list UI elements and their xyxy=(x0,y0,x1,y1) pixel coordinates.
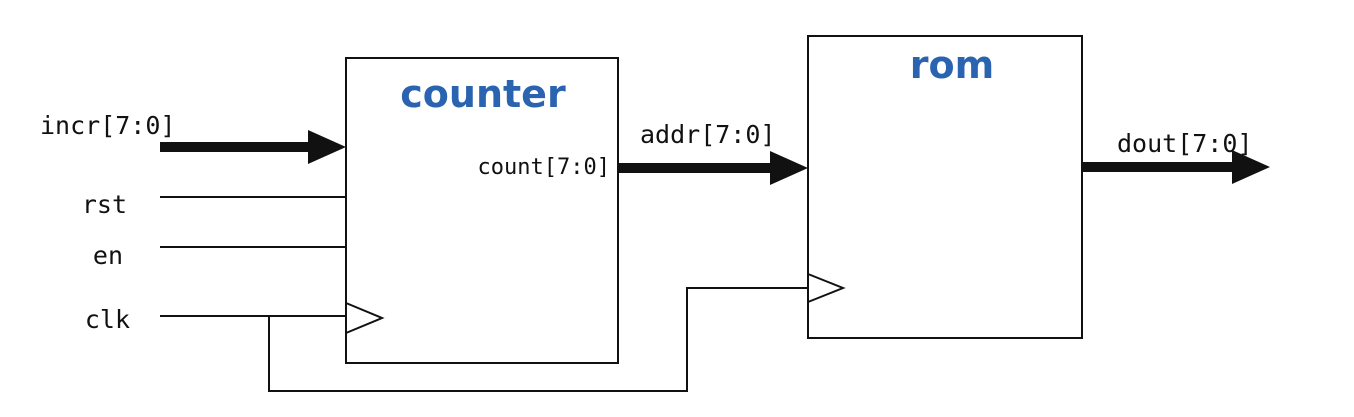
addr-label: addr[7:0] xyxy=(640,120,775,149)
clk-signal: clk xyxy=(85,287,808,392)
rom-block: rom xyxy=(807,35,1083,339)
addr-signal: addr[7:0] xyxy=(618,120,808,185)
counter-block: counter count[7:0] xyxy=(345,57,619,364)
dout-signal: dout[7:0] xyxy=(1082,129,1270,184)
rom-box xyxy=(807,35,1083,339)
counter-clock-triangle xyxy=(345,302,385,334)
counter-box xyxy=(345,57,619,364)
count-port-label: count[7:0] xyxy=(478,155,610,180)
clk-label: clk xyxy=(85,305,130,334)
rom-title: rom xyxy=(910,43,994,87)
dout-label: dout[7:0] xyxy=(1117,129,1252,158)
rom-clock-triangle xyxy=(807,273,846,303)
incr-label: incr[7:0] xyxy=(40,111,175,140)
rst-label: rst xyxy=(82,190,127,219)
incr-signal: incr[7:0] xyxy=(40,111,346,164)
clk-wire-to-rom xyxy=(268,287,808,392)
en-label: en xyxy=(93,241,123,270)
counter-title: counter xyxy=(400,72,566,116)
rst-signal: rst xyxy=(82,190,346,219)
en-signal: en xyxy=(93,241,346,270)
